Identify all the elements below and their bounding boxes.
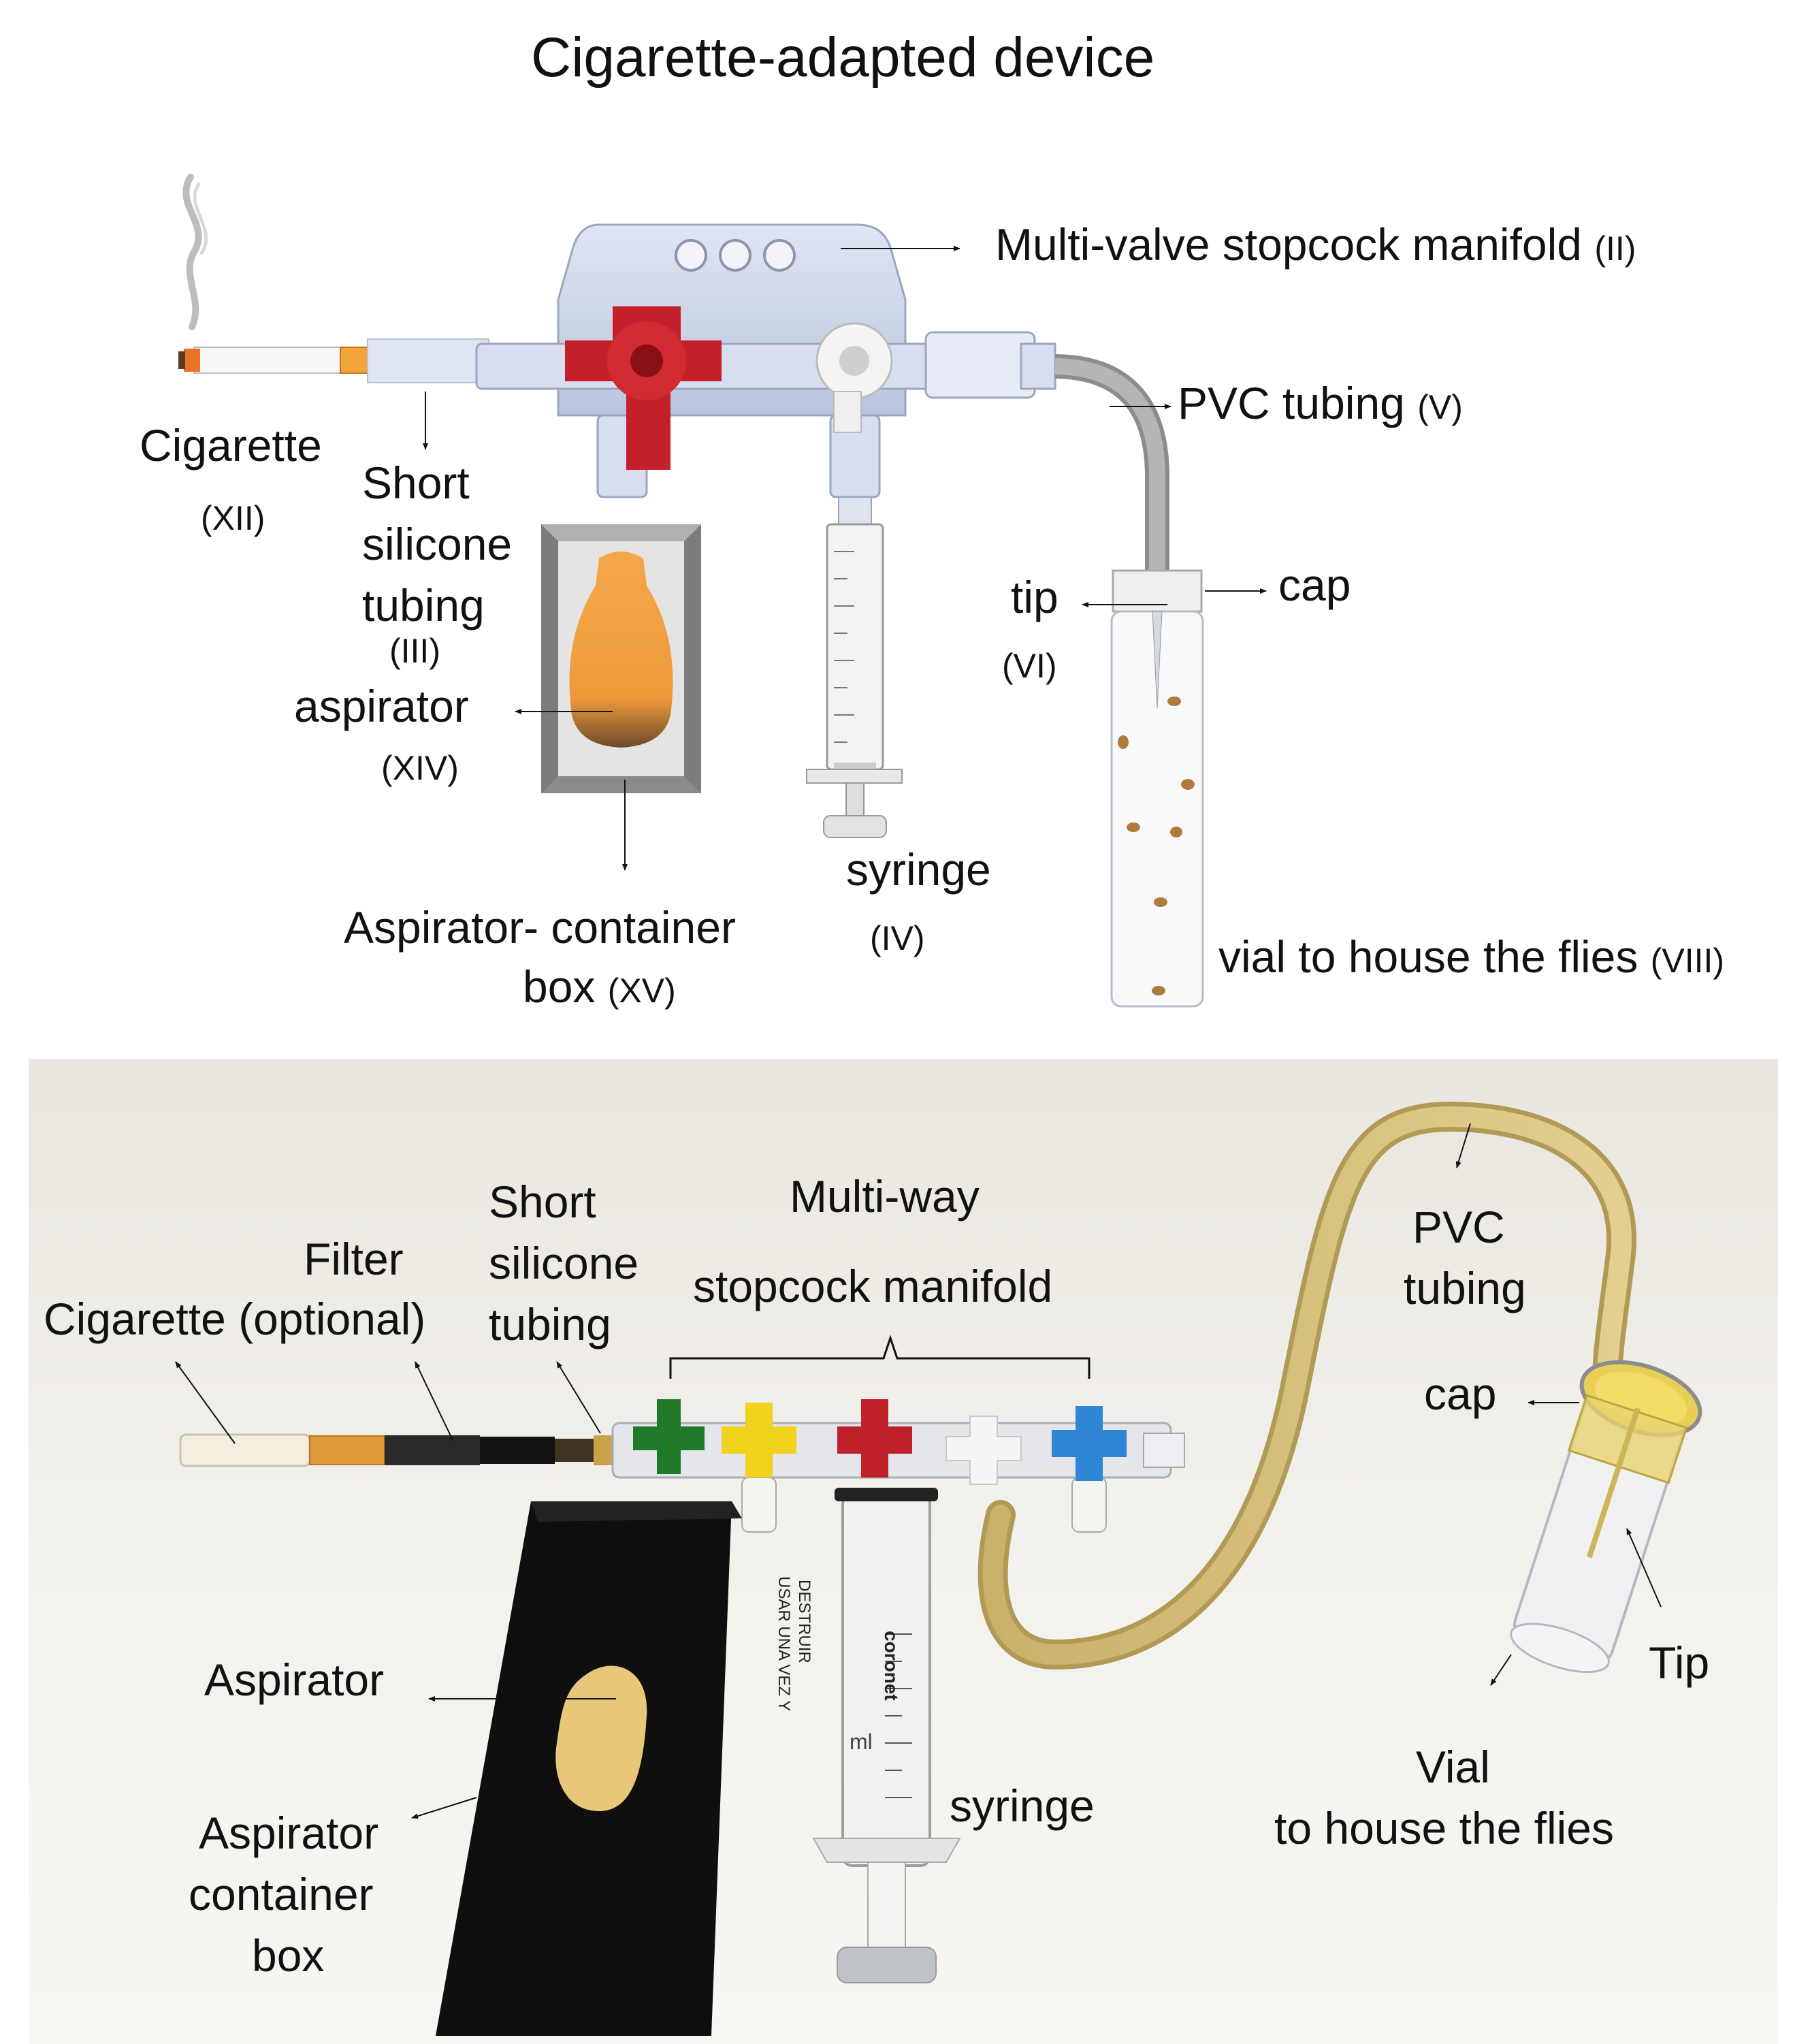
label-manifold: Multi-valve stopcock manifold (II): [995, 219, 1636, 271]
label-aspirator-num: (XIV): [381, 749, 459, 787]
photo-label-short-2: silicone: [489, 1238, 639, 1288]
label-cigarette-num: (XII): [201, 499, 265, 537]
vial-drawing: [1110, 569, 1204, 1008]
label-short-tubing-1: Short: [362, 458, 470, 508]
photo-label-short-3: tubing: [489, 1299, 611, 1350]
photo-label-cigarette: Cigarette (optional): [44, 1294, 426, 1344]
syringe-brand: coronet: [881, 1631, 902, 1701]
label-aspirator: aspirator: [294, 681, 469, 731]
red-valve-icon: [837, 1399, 912, 1478]
label-manifold-num: (II): [1594, 229, 1636, 268]
syringe-drawing: [806, 496, 903, 838]
photo-label-box-3: box: [252, 1930, 325, 1981]
label-box-1: Aspirator- container: [344, 902, 736, 953]
syringe-unit: ml: [850, 1729, 873, 1754]
syringe-print-2: DESTRUIR: [795, 1580, 813, 1663]
green-valve-icon: [633, 1399, 705, 1474]
label-syringe: syringe: [846, 844, 991, 895]
stopcock-manifold-drawing: [475, 223, 1056, 498]
photo-label-filter: Filter: [304, 1234, 404, 1284]
photo-label-box-1: Aspirator: [199, 1808, 379, 1858]
photo-label-cap: cap: [1424, 1369, 1497, 1419]
label-tip-num: (VI): [1002, 647, 1057, 685]
label-pvc-tubing: PVC tubing (V): [1178, 378, 1463, 430]
syringe-print-1: USAR UNA VEZ Y: [775, 1576, 793, 1712]
smoke-icon: [182, 174, 208, 330]
photo-syringe: [812, 1488, 961, 1983]
figure-title: Cigarette-adapted device: [531, 27, 1155, 89]
label-vial-text: vial to house the flies: [1218, 931, 1638, 982]
pvc-tubing-drawing: [1054, 354, 1169, 575]
label-box-num: (XV): [607, 972, 676, 1010]
photo-cigarette: [179, 1433, 614, 1467]
cigarette-drawing: [178, 338, 489, 383]
label-tip: tip: [1011, 572, 1058, 622]
yellow-valve-icon: [722, 1403, 796, 1478]
label-short-tubing-3: tubing: [362, 580, 485, 630]
aspirator-box-drawing: [541, 524, 701, 793]
photo-label-vial-1: Vial: [1416, 1742, 1490, 1792]
photo-label-multiway-1: Multi-way: [790, 1171, 980, 1221]
label-cap: cap: [1278, 560, 1351, 610]
label-pvc-text: PVC tubing: [1178, 378, 1405, 428]
photo-vial: [1510, 1360, 1702, 1674]
photo-label-vial-2: to house the flies: [1274, 1803, 1614, 1853]
photo-label-pvc-2: tubing: [1404, 1263, 1526, 1313]
manifold-bracket: [669, 1335, 1090, 1379]
photo-label-box-2: container: [189, 1869, 374, 1919]
photo-label-tip: Tip: [1649, 1638, 1710, 1688]
photo-arrows: [175, 1123, 1662, 1819]
label-vial: vial to house the flies (VIII): [1218, 931, 1724, 983]
photo-label-short-1: Short: [489, 1177, 596, 1227]
label-vial-num: (VIII): [1650, 942, 1725, 980]
photo-label-pvc-1: PVC: [1412, 1202, 1505, 1252]
label-cigarette: Cigarette: [140, 420, 322, 470]
diagram-arrows: [423, 246, 1267, 871]
label-pvc-num: (V): [1417, 388, 1463, 426]
fly-icon: [1118, 697, 1195, 995]
photo-pvc-tubing: [977, 1101, 1636, 1670]
label-short-tubing-num: (III): [389, 632, 440, 670]
photo-aspirator-box: [436, 1501, 742, 2036]
photo-aspirator-bulb: [555, 1665, 647, 1811]
label-box-2-text: box: [523, 961, 596, 1012]
label-short-tubing-2: silicone: [362, 519, 513, 569]
blue-valve-icon: [1052, 1406, 1127, 1481]
photo-label-syringe: syringe: [950, 1780, 1095, 1831]
photo-label-aspirator: Aspirator: [204, 1655, 385, 1705]
label-box-2: box (XV): [523, 961, 676, 1013]
photo-label-multiway-2: stopcock manifold: [693, 1261, 1053, 1311]
label-syringe-num: (IV): [870, 919, 925, 957]
white-valve-icon: [946, 1416, 1022, 1485]
label-manifold-text: Multi-valve stopcock manifold: [995, 219, 1582, 270]
photo-manifold: [611, 1399, 1185, 1533]
